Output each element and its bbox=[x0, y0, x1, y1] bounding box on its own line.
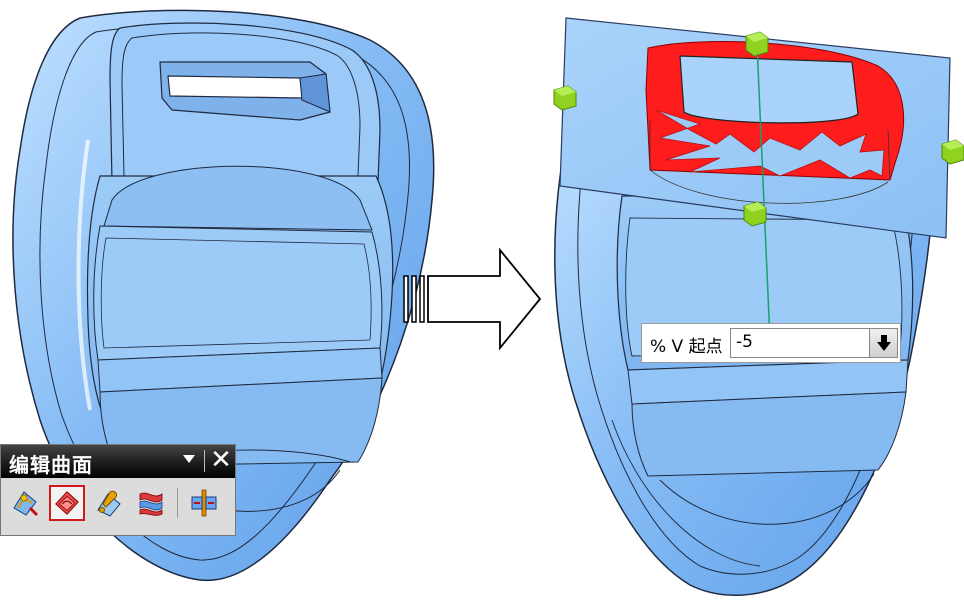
edit-surface-plane[interactable] bbox=[559, 17, 951, 239]
control-handles[interactable] bbox=[553, 31, 964, 227]
dropdown-arrow-icon[interactable] bbox=[869, 329, 897, 357]
v-start-control: % V 起点 -5 bbox=[641, 323, 901, 363]
titlebar-divider bbox=[204, 450, 205, 472]
handle-right bbox=[941, 139, 964, 165]
handle-bottom bbox=[743, 201, 767, 227]
x-form-icon[interactable] bbox=[49, 485, 85, 521]
curve-surface-icon[interactable] bbox=[133, 485, 169, 521]
transform-arrow bbox=[403, 247, 542, 351]
wrench-surface-icon[interactable] bbox=[91, 485, 127, 521]
v-direction-line bbox=[756, 43, 771, 341]
v-start-value[interactable]: -5 bbox=[736, 332, 753, 352]
handle-left bbox=[553, 85, 577, 111]
toolbar-separator bbox=[177, 488, 178, 518]
toolbar-options-icon[interactable] bbox=[183, 455, 195, 463]
edit-surface-toolbar[interactable]: 编辑曲面 ✕ bbox=[0, 444, 236, 536]
close-icon[interactable]: ✕ bbox=[210, 445, 232, 475]
edit-surface-icon[interactable] bbox=[7, 485, 43, 521]
toolbar-titlebar[interactable]: 编辑曲面 ✕ bbox=[1, 445, 235, 478]
toolbar-buttons bbox=[7, 481, 228, 525]
toolbar-title: 编辑曲面 bbox=[9, 453, 93, 477]
v-start-input[interactable]: -5 bbox=[730, 328, 898, 358]
enlarge-icon[interactable] bbox=[186, 485, 222, 521]
original-part-model bbox=[12, 9, 435, 582]
handle-top bbox=[745, 31, 769, 57]
v-start-label: % V 起点 bbox=[650, 337, 723, 357]
